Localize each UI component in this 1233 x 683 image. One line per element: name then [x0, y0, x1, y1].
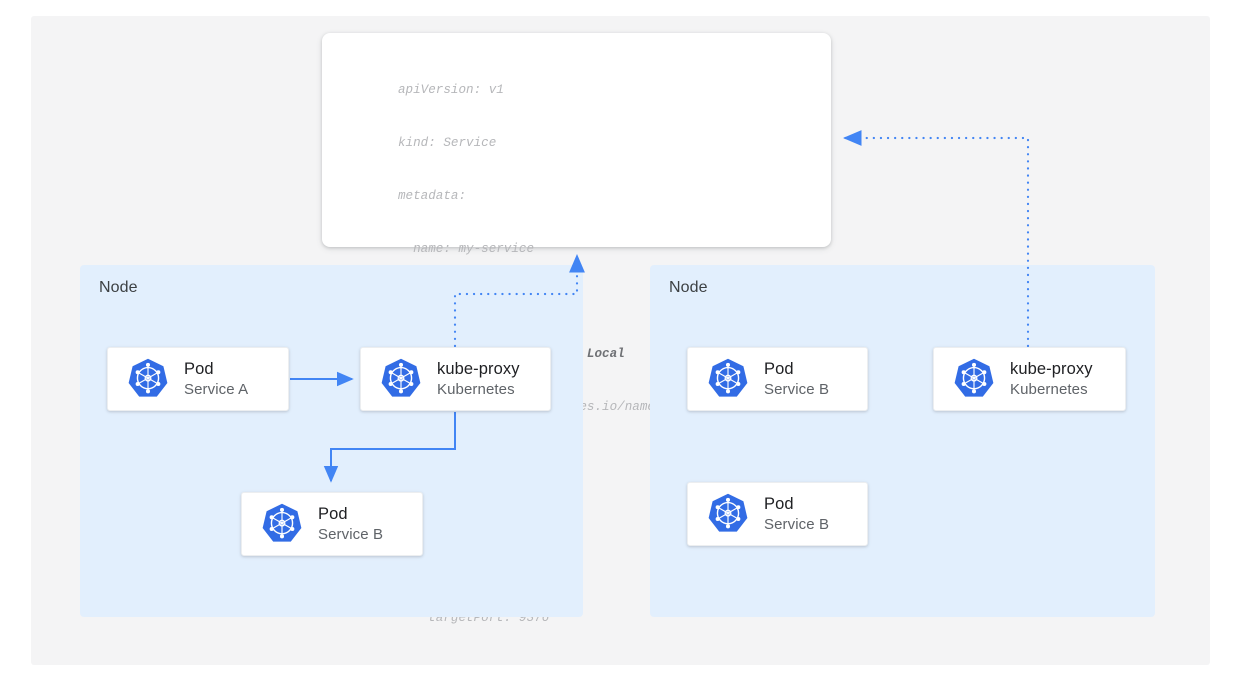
card-text: kube-proxy Kubernetes [437, 359, 520, 399]
kubernetes-icon [260, 502, 304, 546]
card-subtitle: Service B [764, 380, 830, 398]
card-text: Pod Service B [764, 359, 829, 399]
card-subtitle: Kubernetes [437, 380, 515, 398]
card-subtitle: Service B [764, 515, 830, 533]
kubernetes-icon [379, 357, 423, 401]
kubernetes-icon [706, 492, 750, 536]
card-subtitle: Service B [318, 525, 384, 543]
card-kube-proxy-right[interactable]: kube-proxy Kubernetes [933, 347, 1126, 411]
yaml-line-name: name: my-service [398, 241, 535, 256]
card-pod-service-a[interactable]: Pod Service A [107, 347, 289, 411]
card-subtitle: Service A [184, 380, 249, 398]
card-title: Pod [318, 504, 348, 523]
kubernetes-icon [706, 357, 750, 401]
card-title: Pod [184, 359, 214, 378]
card-text: Pod Service B [764, 494, 829, 534]
card-text: Pod Service B [318, 504, 383, 544]
card-kube-proxy-left[interactable]: kube-proxy Kubernetes [360, 347, 551, 411]
yaml-kind-value: Service [443, 135, 497, 150]
card-pod-service-b-left[interactable]: Pod Service B [241, 492, 423, 556]
card-title: Pod [764, 359, 794, 378]
yaml-line-apiversion: apiVersion: v1 [398, 83, 504, 98]
yaml-line-kind: kind: Service [398, 135, 708, 153]
card-title: Pod [764, 494, 794, 513]
kubernetes-icon [952, 357, 996, 401]
node-label-right: Node [669, 279, 708, 296]
card-text: kube-proxy Kubernetes [1010, 359, 1093, 399]
node-label-left: Node [99, 279, 138, 296]
card-pod-service-b-right-bottom[interactable]: Pod Service B [687, 482, 868, 546]
kubernetes-icon [126, 357, 170, 401]
card-subtitle: Kubernetes [1010, 380, 1088, 398]
service-manifest-card: apiVersion: v1 kind: Service metadata: n… [322, 33, 831, 625]
node-panel-right: Node [650, 265, 1155, 617]
node-panel-left: Node [80, 265, 583, 617]
card-pod-service-b-right-top[interactable]: Pod Service B [687, 347, 868, 411]
yaml-line-metadata: metadata: [398, 188, 467, 203]
card-text: Pod Service A [184, 359, 248, 399]
yaml-kind-key: kind: [398, 135, 444, 150]
card-title: kube-proxy [1010, 359, 1093, 378]
card-title: kube-proxy [437, 359, 520, 378]
